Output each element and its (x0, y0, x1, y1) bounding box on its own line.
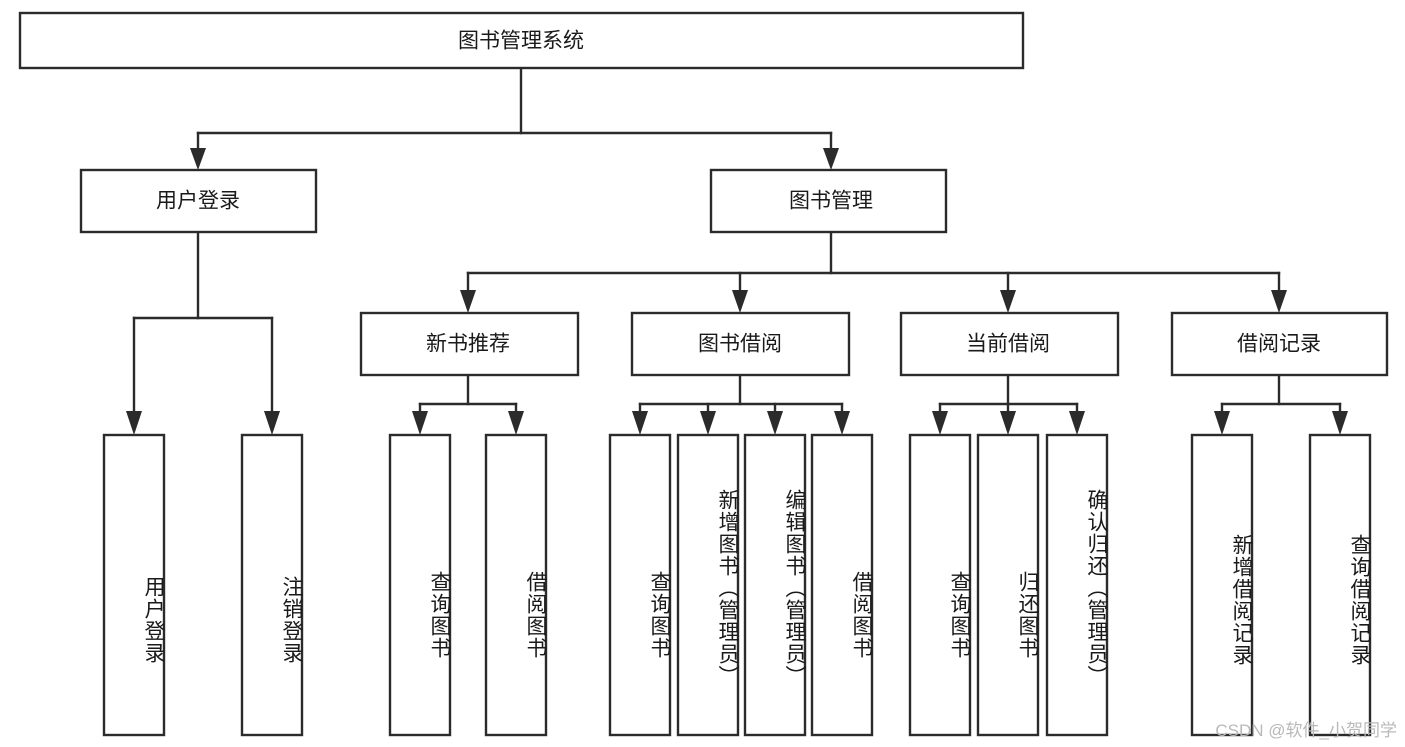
node-leaf-borrow-book-2[interactable] (810, 433, 874, 737)
csdn-watermark: CSDN @软件_小贺同学 (1215, 721, 1397, 740)
node-leaf-return-book[interactable] (976, 433, 1040, 737)
arrowhead-leaf-user-login (126, 411, 142, 435)
node-borrow-record[interactable] (1170, 311, 1389, 377)
arrowhead-leaf-return-book (1000, 411, 1016, 435)
node-leaf-user-login[interactable] (102, 433, 166, 737)
node-book-borrow[interactable] (630, 311, 851, 377)
arrowhead-leaf-query-book-1 (412, 411, 428, 435)
node-book-manage-label: 图书管理 (789, 190, 873, 213)
node-book-borrow-label: 图书借阅 (698, 333, 782, 356)
node-borrow-record-label: 借阅记录 (1237, 333, 1321, 356)
arrowhead-current-borrow (1000, 290, 1016, 313)
node-root[interactable] (18, 11, 1025, 70)
arrowhead-leaf-edit-book (767, 411, 783, 435)
connector-group-new-book-rec (412, 373, 524, 435)
arrowhead-user-login (190, 148, 206, 170)
arrowhead-leaf-logout (264, 411, 280, 435)
node-leaf-borrow-book-1[interactable] (484, 433, 548, 737)
node-new-book-rec-label: 新书推荐 (426, 333, 510, 356)
node-leaf-edit-book[interactable] (743, 433, 807, 737)
node-leaf-add-book[interactable] (676, 433, 740, 737)
node-user-login[interactable] (79, 168, 318, 234)
node-leaf-add-record[interactable] (1190, 433, 1254, 737)
arrowhead-borrow-record (1271, 290, 1287, 313)
arrowhead-new-book-rec (460, 290, 476, 313)
connector-group-current-borrow (932, 373, 1085, 435)
arrowhead-leaf-query-book-3 (932, 411, 948, 435)
arrowhead-leaf-query-book-2 (632, 411, 648, 435)
node-leaf-query-record[interactable] (1308, 433, 1372, 737)
arrowhead-leaf-confirm-return (1069, 411, 1085, 435)
arrowhead-book-manage (823, 148, 839, 170)
arrowhead-leaf-query-record (1332, 411, 1348, 435)
connector-group-root (190, 66, 839, 170)
arrowhead-leaf-add-record (1214, 411, 1230, 435)
connector-group-user-login (126, 230, 280, 435)
connector-group-book-borrow (632, 373, 850, 435)
arrowhead-book-borrow (732, 290, 748, 313)
node-leaf-confirm-return[interactable] (1045, 433, 1109, 737)
connector-group-borrow-record (1214, 373, 1348, 435)
node-user-login-label: 用户登录 (156, 190, 240, 213)
node-current-borrow[interactable] (899, 311, 1120, 377)
arrowhead-leaf-add-book (700, 411, 716, 435)
node-leaf-query-book-3[interactable] (908, 433, 972, 737)
node-new-book-rec[interactable] (359, 311, 580, 377)
arrowhead-leaf-borrow-book-2 (834, 411, 850, 435)
node-leaf-query-book-1[interactable] (388, 433, 452, 737)
connector-group-book-manage (460, 230, 1287, 313)
node-book-manage[interactable] (709, 168, 948, 234)
node-root-label: 图书管理系统 (458, 30, 584, 53)
arrowhead-leaf-borrow-book-1 (508, 411, 524, 435)
node-current-borrow-label: 当前借阅 (966, 333, 1050, 356)
node-leaf-logout[interactable] (240, 433, 304, 737)
node-leaf-query-book-2[interactable] (608, 433, 672, 737)
